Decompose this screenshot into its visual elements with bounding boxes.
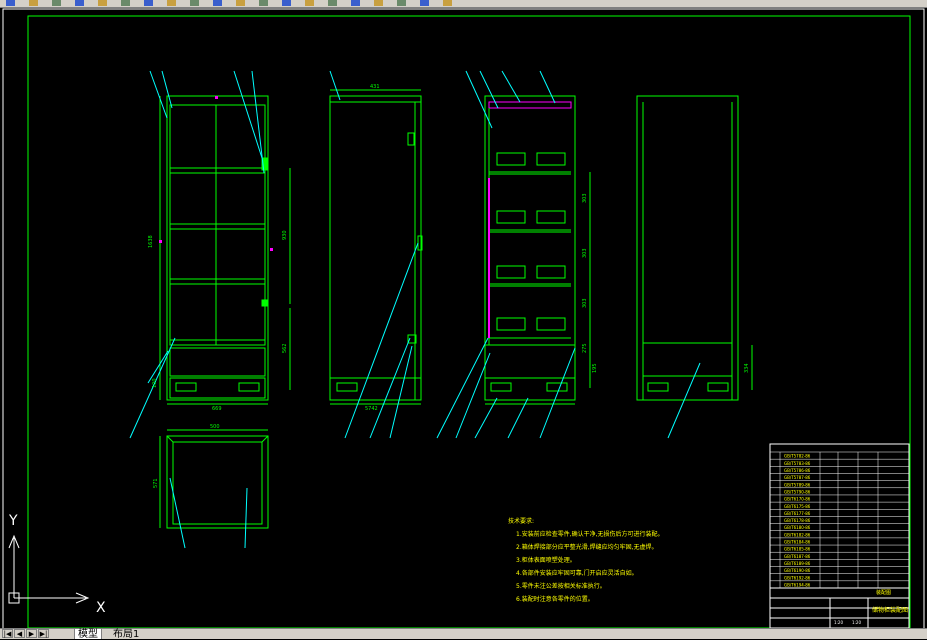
bom-row: GB/T6178-86 <box>784 518 811 523</box>
note-3: 3.柜体表面喷塑处理。 <box>516 556 576 564</box>
note-4: 4.各部件安装应牢固可靠,门开启应灵活自如。 <box>516 569 638 577</box>
help-icon[interactable] <box>443 0 452 6</box>
side-view <box>329 89 423 405</box>
bom-row: GB/T6175-86 <box>784 504 811 509</box>
zoom-previous-icon[interactable] <box>282 0 291 6</box>
note-6: 6.装配时注意各零件的位置。 <box>516 595 594 603</box>
dim-base-height: 100 <box>152 378 158 388</box>
bom-row: GB/T6182-86 <box>784 532 811 537</box>
inner-frame <box>27 15 911 628</box>
drawing-canvas[interactable]: 1638 669 930 562 100 431 5742 303 303 30… <box>0 8 927 628</box>
dim-sec-a: 303 <box>582 193 588 203</box>
prev-tab-button[interactable]: ◀ <box>14 629 25 638</box>
toolpalette-icon[interactable] <box>351 0 360 6</box>
dim-side-top: 431 <box>370 84 380 90</box>
bom-row: GB/T6177-86 <box>784 511 811 516</box>
bom-row: GB/T5787-86 <box>784 475 811 480</box>
bom-row: GB/T5782-86 <box>784 454 811 459</box>
dim-sec-d: 275 <box>582 343 588 353</box>
standard-toolbar <box>0 0 927 8</box>
dim-lower-span: 562 <box>282 343 288 353</box>
ucs-y-label: Y <box>8 513 18 529</box>
tab-layout1[interactable]: 布局1 <box>113 629 140 640</box>
outer-frame <box>2 8 925 628</box>
title-label: 装配图 <box>876 589 891 596</box>
pan-icon[interactable] <box>213 0 222 6</box>
bom-row: GB/T6192-86 <box>784 575 811 580</box>
save-icon[interactable] <box>6 0 15 6</box>
scale-value: 1:20 <box>834 620 843 625</box>
paste-icon[interactable] <box>121 0 130 6</box>
cut-icon[interactable] <box>75 0 84 6</box>
note-1: 1.安装前应检查零件,确认干净,无损伤后方可进行装配。 <box>516 530 664 538</box>
dim-plan-top: 500 <box>210 424 220 430</box>
bom-table: GB/T5782-86GB/T5783-86GB/T5786-86GB/T578… <box>770 451 909 588</box>
front-view <box>159 95 291 405</box>
designcenter-icon[interactable] <box>328 0 337 6</box>
section-accents <box>488 178 490 338</box>
section-view <box>484 95 591 405</box>
ucs-icon <box>8 534 90 604</box>
dim-sec-c: 303 <box>582 298 588 308</box>
dimension-labels: 1638 669 930 562 100 431 5742 303 303 30… <box>148 84 750 488</box>
dim-plan-side: 571 <box>153 478 159 488</box>
dim-front-height: 1638 <box>148 235 154 248</box>
match-icon[interactable] <box>144 0 153 6</box>
dim-side-bottom: 5742 <box>365 406 378 412</box>
bom-row: GB/T6180-86 <box>784 525 811 530</box>
first-tab-button[interactable]: |◀ <box>2 629 13 638</box>
technical-notes: 技术要求: 1.安装前应检查零件,确认干净,无损伤后方可进行装配。 2.箱体焊接… <box>508 517 664 603</box>
dim-front-width: 669 <box>212 406 222 412</box>
preview-icon[interactable] <box>52 0 61 6</box>
bom-row: GB/T6194-86 <box>784 583 811 588</box>
zoom-window-icon[interactable] <box>259 0 268 6</box>
print-icon[interactable] <box>29 0 38 6</box>
markup-icon[interactable] <box>397 0 406 6</box>
leader-lines <box>129 70 701 549</box>
sheet-value: 1:20 <box>852 620 861 625</box>
calc-icon[interactable] <box>420 0 429 6</box>
drawing-name: 储物柜装配图 <box>872 606 908 614</box>
bom-row: GB/T6170-86 <box>784 497 811 502</box>
dim-sec-e: 195 <box>592 363 598 373</box>
copy-icon[interactable] <box>98 0 107 6</box>
bom-row: GB/T5783-86 <box>784 461 811 466</box>
back-view <box>636 95 753 401</box>
undo-icon[interactable] <box>167 0 176 6</box>
zoom-icon[interactable] <box>236 0 245 6</box>
last-tab-button[interactable]: ▶| <box>38 629 49 638</box>
bom-row: GB/T6190-86 <box>784 568 811 573</box>
bom-row: GB/T5789-86 <box>784 482 811 487</box>
notes-title: 技术要求: <box>508 517 534 525</box>
bom-row: GB/T6184-86 <box>784 540 811 545</box>
sheetset-icon[interactable] <box>374 0 383 6</box>
plan-view <box>159 429 269 529</box>
ucs-x-label: X <box>96 600 106 616</box>
bom-row: GB/T5790-86 <box>784 489 811 494</box>
note-5: 5.零件未注公差按相关标准执行。 <box>516 582 606 590</box>
bom-row: GB/T6187-86 <box>784 554 811 559</box>
dim-shelf-span: 930 <box>282 230 288 240</box>
layout-tab-bar: |◀ ◀ ▶ ▶| 模型 布局1 <box>0 628 927 640</box>
redo-icon[interactable] <box>190 0 199 6</box>
properties-icon[interactable] <box>305 0 314 6</box>
bom-row: GB/T5786-86 <box>784 468 811 473</box>
dim-back-side: 334 <box>744 363 750 373</box>
note-2: 2.箱体焊接部分应平整光滑,焊缝应均匀牢固,无虚焊。 <box>516 543 658 551</box>
next-tab-button[interactable]: ▶ <box>26 629 37 638</box>
bom-row: GB/T6185-86 <box>784 547 811 552</box>
bom-row: GB/T6189-86 <box>784 561 811 566</box>
dim-sec-b: 303 <box>582 248 588 258</box>
front-accents <box>159 96 273 251</box>
title-block: GB/T5782-86GB/T5783-86GB/T5786-86GB/T578… <box>769 443 910 628</box>
tab-model[interactable]: 模型 <box>74 629 102 640</box>
